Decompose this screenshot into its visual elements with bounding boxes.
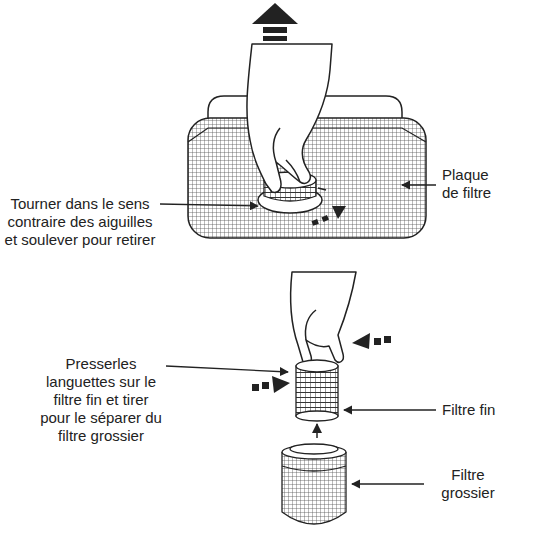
hand — [291, 272, 356, 364]
coarse-filter — [282, 444, 346, 524]
squeeze-arrow — [252, 376, 290, 393]
instruction-label: Presserles languettes sur le filtre fin … — [40, 355, 162, 445]
lift-arrow — [252, 3, 298, 48]
rotate-arrow — [311, 206, 346, 226]
fine-filter — [296, 360, 338, 421]
hand — [247, 44, 332, 192]
separate-arrow — [316, 424, 318, 438]
leader-line — [160, 185, 436, 484]
squeeze-arrow — [352, 333, 391, 349]
instruction-label: Tourner dans le sens contraire des aigui… — [4, 195, 156, 249]
part-label: Filtre grossier — [428, 466, 508, 502]
part-label: Plaque de filtre — [442, 166, 506, 202]
part-label: Filtre fin — [442, 401, 542, 419]
